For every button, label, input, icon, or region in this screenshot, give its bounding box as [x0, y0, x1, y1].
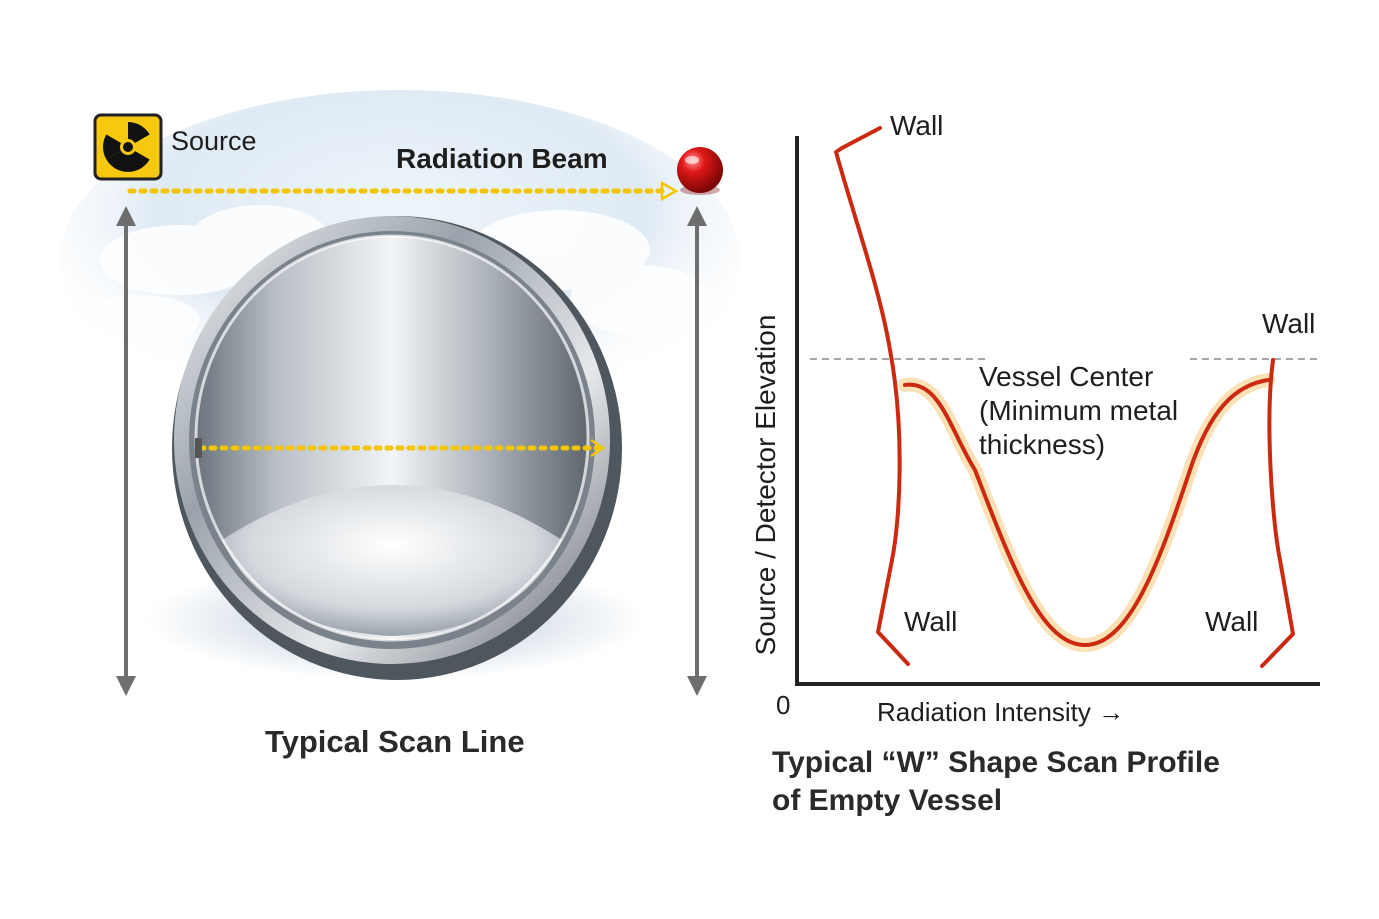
scan-line-caption: Typical Scan Line [265, 724, 525, 759]
red-ball-detector-icon [677, 147, 723, 195]
wall-label-top: Wall [890, 110, 944, 141]
radiation-beam-label: Radiation Beam [396, 143, 608, 174]
x-axis-label: Radiation Intensity → [877, 697, 1125, 727]
w-profile-curve [834, 126, 1295, 668]
scan-line-start-marker [195, 438, 202, 458]
chart-axes [795, 136, 1320, 686]
vessel [172, 216, 622, 680]
vessel-center-label: Vessel Center (Minimum metal thickness) [979, 360, 1178, 462]
detector-elevation-arrow [687, 206, 707, 696]
beam-arrowhead [660, 180, 679, 202]
radiation-trefoil-icon [93, 113, 163, 181]
wall-label-bottom-right: Wall [1205, 606, 1259, 637]
profile-caption-line-2: of Empty Vessel [772, 784, 1003, 817]
y-axis-label: Source / Detector Elevation [750, 314, 781, 656]
profile-caption-line-1: Typical “W” Shape Scan Profile [772, 746, 1220, 779]
origin-label: 0 [776, 690, 791, 720]
wall-label-bottom-left: Wall [904, 606, 958, 637]
vessel-center-line-1: Vessel Center [979, 361, 1154, 392]
source-elevation-arrow [116, 206, 136, 696]
wall-label-right-top: Wall [1262, 308, 1316, 339]
profile-caption: Typical “W” Shape Scan Profile of Empty … [772, 744, 1292, 820]
source-label: Source [171, 126, 257, 156]
vessel-center-line-2: (Minimum metal [979, 395, 1179, 426]
scan-line-arrowhead [590, 438, 606, 458]
vessel-center-line-3: thickness) [979, 429, 1106, 460]
